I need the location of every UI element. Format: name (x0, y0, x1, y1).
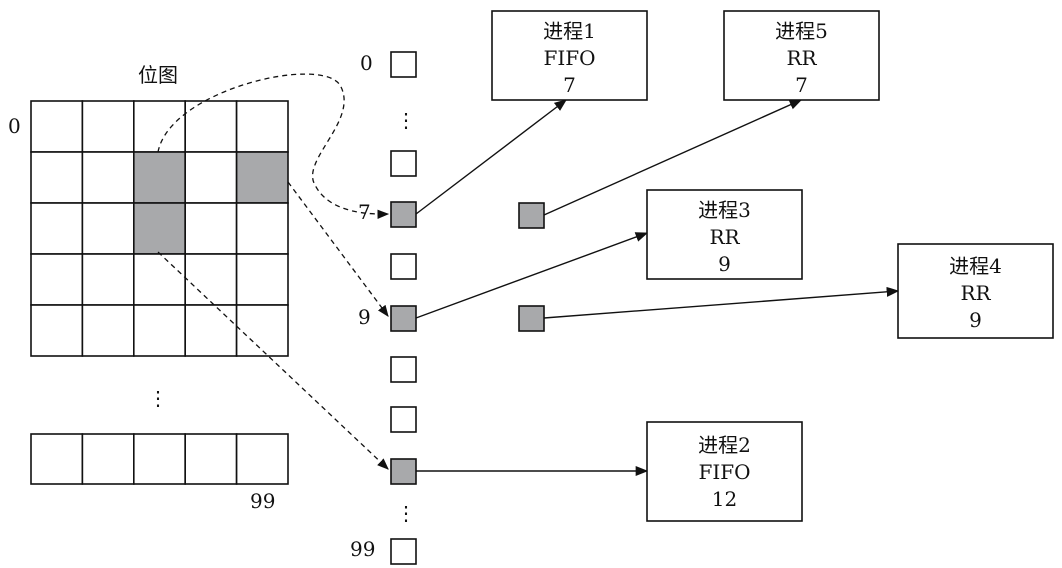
queue-slot-10 (390, 356, 417, 383)
process-priority: 7 (795, 73, 808, 97)
queue-slot-7 (390, 201, 417, 228)
queue-ellipsis-bottom: ⋮ (396, 501, 416, 525)
process-policy: RR (960, 281, 991, 305)
queue-slot-7-next (518, 202, 545, 229)
bitmap-cell (235, 253, 289, 306)
process-name: 进程2 (698, 433, 751, 457)
bitmap-cell (133, 304, 187, 357)
bitmap-cell (133, 100, 187, 153)
arrow-slot7-to-p1 (415, 99, 568, 215)
process-box-p1: 进程1 FIFO 7 (491, 10, 648, 101)
process-name: 进程5 (775, 19, 828, 43)
process-priority: 12 (712, 487, 737, 511)
process-policy: FIFO (543, 46, 595, 70)
bitmap-last-row-cell (133, 433, 187, 485)
process-policy: RR (709, 225, 740, 249)
process-box-p4: 进程4 RR 9 (897, 243, 1054, 339)
bitmap-cell (235, 202, 289, 255)
bitmap-cell (30, 202, 84, 255)
bitmap-cell (184, 151, 238, 204)
bitmap-end-label: 99 (250, 489, 275, 513)
bitmap-cell (133, 151, 187, 204)
bitmap-cell (184, 100, 238, 153)
bitmap-cell (184, 253, 238, 306)
dashed-arrow-bit9 (287, 181, 389, 317)
bitmap-cell (30, 100, 84, 153)
bitmap-title: 位图 (138, 63, 178, 87)
process-policy: RR (786, 46, 817, 70)
dashed-arrow-bit12 (157, 251, 389, 470)
bitmap-last-row-cell (81, 433, 135, 485)
bitmap-cell (81, 253, 135, 306)
process-priority: 7 (563, 73, 576, 97)
process-name: 进程4 (949, 254, 1002, 278)
bitmap-cell (81, 100, 135, 153)
process-box-p3: 进程3 RR 9 (646, 189, 803, 280)
queue-label-0: 0 (360, 51, 373, 75)
queue-label-7: 7 (358, 200, 371, 224)
queue-slot-0 (390, 51, 417, 78)
queue-label-9: 9 (358, 305, 371, 329)
queue-ellipsis-top: ⋮ (396, 108, 416, 132)
bitmap-cell (235, 151, 289, 204)
bitmap-cell (81, 151, 135, 204)
bitmap-last-row (30, 433, 289, 485)
bitmap-ellipsis: ⋮ (148, 386, 168, 410)
process-policy: FIFO (698, 460, 750, 484)
bitmap-grid (30, 100, 289, 357)
bitmap-cell (81, 304, 135, 357)
queue-slot-8 (390, 253, 417, 280)
arrow-slot9next-to-p4 (543, 286, 900, 319)
queue-slot-9-next (518, 305, 545, 332)
process-box-p2: 进程2 FIFO 12 (646, 421, 803, 522)
bitmap-last-row-cell (235, 433, 289, 485)
process-box-p5: 进程5 RR 7 (723, 10, 880, 101)
bitmap-cell (184, 304, 238, 357)
process-name: 进程3 (698, 198, 751, 222)
queue-slot-9 (390, 305, 417, 332)
process-priority: 9 (969, 308, 982, 332)
bitmap-cell (133, 253, 187, 306)
arrow-slot7next-to-p5 (543, 99, 803, 216)
queue-label-99: 99 (350, 537, 375, 561)
arrow-slot9-to-p3 (415, 232, 649, 319)
bitmap-cell (235, 100, 289, 153)
bitmap-cell (81, 202, 135, 255)
bitmap-last-row-cell (184, 433, 238, 485)
bitmap-cell (30, 304, 84, 357)
bitmap-cell (30, 253, 84, 306)
bitmap-cell (235, 304, 289, 357)
queue-slot-12 (390, 458, 417, 485)
queue-slot-11 (390, 406, 417, 433)
process-name: 进程1 (543, 19, 596, 43)
bitmap-cell (30, 151, 84, 204)
bitmap-row-label: 0 (8, 114, 21, 138)
process-priority: 9 (718, 252, 731, 276)
bitmap-last-row-cell (30, 433, 84, 485)
bitmap-cell (133, 202, 187, 255)
queue-slot-6 (390, 150, 417, 177)
bitmap-cell (184, 202, 238, 255)
queue-slot-99 (390, 538, 417, 565)
